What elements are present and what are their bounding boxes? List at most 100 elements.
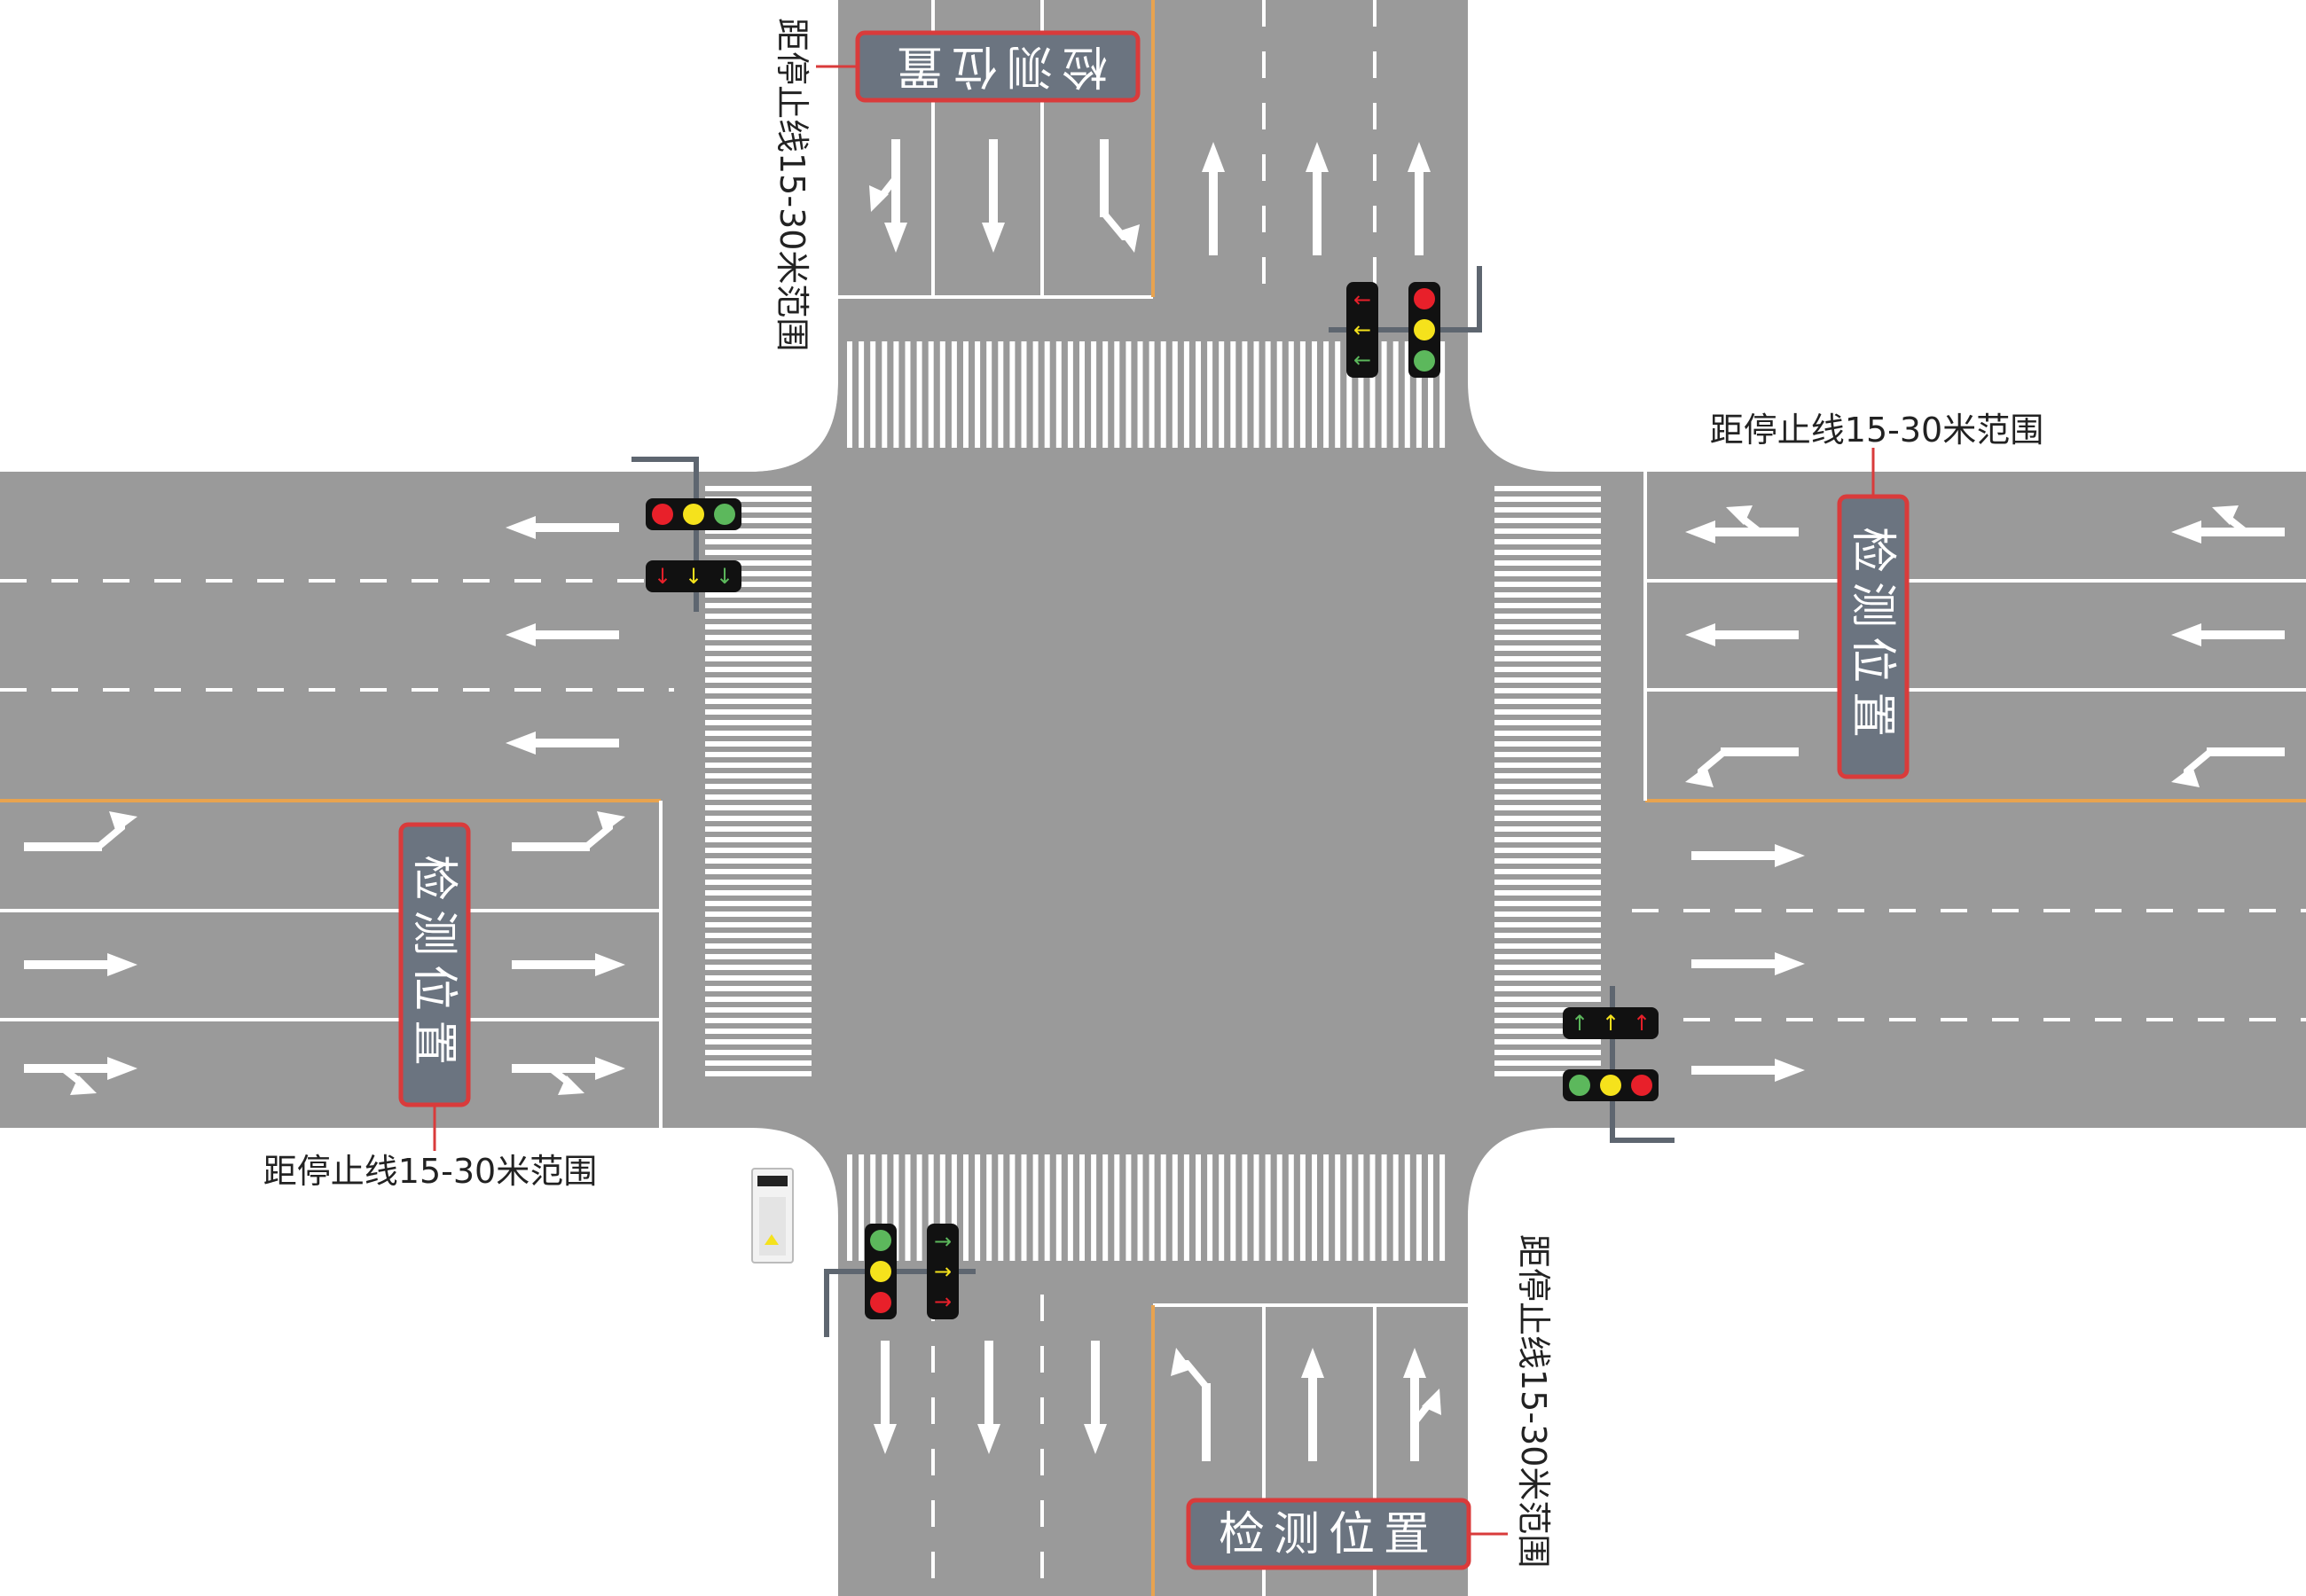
crosswalk-stripe (705, 943, 812, 949)
crosswalk-stripe (1207, 341, 1213, 448)
crosswalk-stripe (928, 341, 934, 448)
crosswalk-stripe (1346, 1154, 1353, 1261)
detection-label: 检测位置 (1846, 527, 1899, 747)
crosswalk-stripe (1494, 794, 1601, 800)
crosswalk-stripe (1494, 518, 1601, 523)
crosswalk-south-stripes (847, 1154, 1446, 1261)
crosswalk-stripe (1494, 986, 1601, 991)
crosswalk-stripe (1149, 1154, 1155, 1261)
crosswalk-stripe (1196, 1154, 1201, 1261)
svg-text:↓: ↓ (716, 564, 733, 589)
crosswalk-stripe (1299, 341, 1306, 448)
crosswalk-stripe (705, 571, 812, 576)
crosswalk-stripe (1494, 667, 1601, 672)
crosswalk-stripe (705, 592, 812, 598)
crosswalk-stripe (1494, 656, 1601, 661)
crosswalk-stripe (705, 486, 812, 491)
range-label: 距停止线15-30米范围 (1514, 1234, 1553, 1568)
range-label-north: 距停止线15-30米范围 (773, 18, 812, 351)
crosswalk-stripe (705, 975, 812, 981)
crosswalk-stripe (916, 1154, 922, 1261)
crosswalk-stripe (1494, 869, 1601, 874)
crosswalk-stripe (705, 582, 812, 587)
crosswalk-stripe (705, 763, 812, 768)
svg-text:↑: ↑ (1571, 1011, 1588, 1036)
crosswalk-stripe (1207, 1154, 1213, 1261)
crosswalk-stripe (1102, 341, 1109, 448)
crosswalk-stripe (1044, 341, 1050, 448)
crosswalk-stripe (705, 901, 812, 906)
crosswalk-stripe (1381, 1154, 1387, 1261)
crosswalk-stripe (939, 1154, 945, 1261)
crosswalk-stripe (705, 624, 812, 630)
crosswalk-stripe (1494, 1050, 1601, 1055)
crosswalk-stripe (705, 497, 812, 502)
range-label: 距停止线15-30米范围 (1710, 411, 2043, 450)
signal-controller-cabinet-icon (751, 1168, 794, 1264)
crosswalk-stripe (1102, 1154, 1109, 1261)
crosswalk-stripe (1494, 943, 1601, 949)
crosswalk-stripe (1021, 1154, 1027, 1261)
crosswalk-stripe (1404, 341, 1410, 448)
crosswalk-stripe (928, 1154, 934, 1261)
crosswalk-stripe (1494, 954, 1601, 959)
crosswalk-stripe (1494, 848, 1601, 853)
crosswalk-stripe (1494, 1007, 1601, 1013)
crosswalk-stripe (1494, 528, 1601, 534)
crosswalk-stripe (705, 816, 812, 821)
crosswalk-stripe (1044, 1154, 1050, 1261)
crosswalk-stripe (1494, 1039, 1601, 1044)
crosswalk-stripe (1494, 805, 1601, 810)
crosswalk-stripe (705, 954, 812, 959)
crosswalk-stripe (705, 1029, 812, 1034)
svg-text:↑: ↑ (1602, 1011, 1620, 1036)
crosswalk-stripe (705, 720, 812, 725)
crosswalk-stripe (847, 341, 852, 448)
crosswalk-stripe (963, 341, 969, 448)
crosswalk-stripe (1253, 1154, 1259, 1261)
crosswalk-stripe (1494, 826, 1601, 832)
detection-position-north: 检测位置 (816, 30, 1141, 103)
crosswalk-stripe (705, 645, 812, 651)
crosswalk-stripe (1494, 933, 1601, 938)
crosswalk-stripe (1494, 592, 1601, 598)
range-label: 距停止线15-30米范围 (773, 18, 812, 351)
crosswalk-stripe (705, 794, 812, 800)
svg-text:←: ← (1353, 317, 1371, 342)
crosswalk-stripe (705, 518, 812, 523)
traffic-signal-icon: → → → (824, 1224, 976, 1337)
detection-label: 检测位置 (407, 855, 460, 1075)
crosswalk-stripe (1055, 341, 1062, 448)
crosswalk-stripe (1439, 1154, 1446, 1261)
svg-text:←: ← (1353, 348, 1371, 372)
crosswalk-stripe (1032, 1154, 1039, 1261)
crosswalk-stripe (705, 965, 812, 970)
crosswalk-stripe (1091, 341, 1097, 448)
crosswalk-stripe (705, 1071, 812, 1076)
crosswalk-stripe (975, 341, 981, 448)
crosswalk-stripe (986, 341, 992, 448)
crosswalk-stripe (1079, 341, 1085, 448)
svg-text:→: → (934, 1259, 952, 1284)
crosswalk-stripe (1494, 603, 1601, 608)
crosswalk-stripe (705, 560, 812, 566)
range-label-south: 距停止线15-30米范围 (1514, 1234, 1553, 1568)
crosswalk-stripe (1067, 1154, 1073, 1261)
crosswalk-stripe (1494, 880, 1601, 885)
crosswalk-stripe (1183, 341, 1189, 448)
crosswalk-stripe (1137, 1154, 1143, 1261)
crosswalk-stripe (951, 1154, 957, 1261)
crosswalk-stripe (1494, 997, 1601, 1002)
crosswalk-stripe (1494, 645, 1601, 651)
crosswalk-stripe (1494, 571, 1601, 576)
traffic-signal-icon: ↑ ↑ ↑ (1563, 986, 1675, 1143)
crosswalk-stripe (1494, 1071, 1601, 1076)
crosswalk-stripe (1358, 1154, 1364, 1261)
crosswalk-stripe (1021, 341, 1027, 448)
crosswalk-stripe (705, 528, 812, 534)
crosswalk-stripe (1404, 1154, 1410, 1261)
crosswalk-stripe (1392, 1154, 1399, 1261)
crosswalk-stripe (1299, 1154, 1306, 1261)
crosswalk-stripe (1230, 1154, 1236, 1261)
